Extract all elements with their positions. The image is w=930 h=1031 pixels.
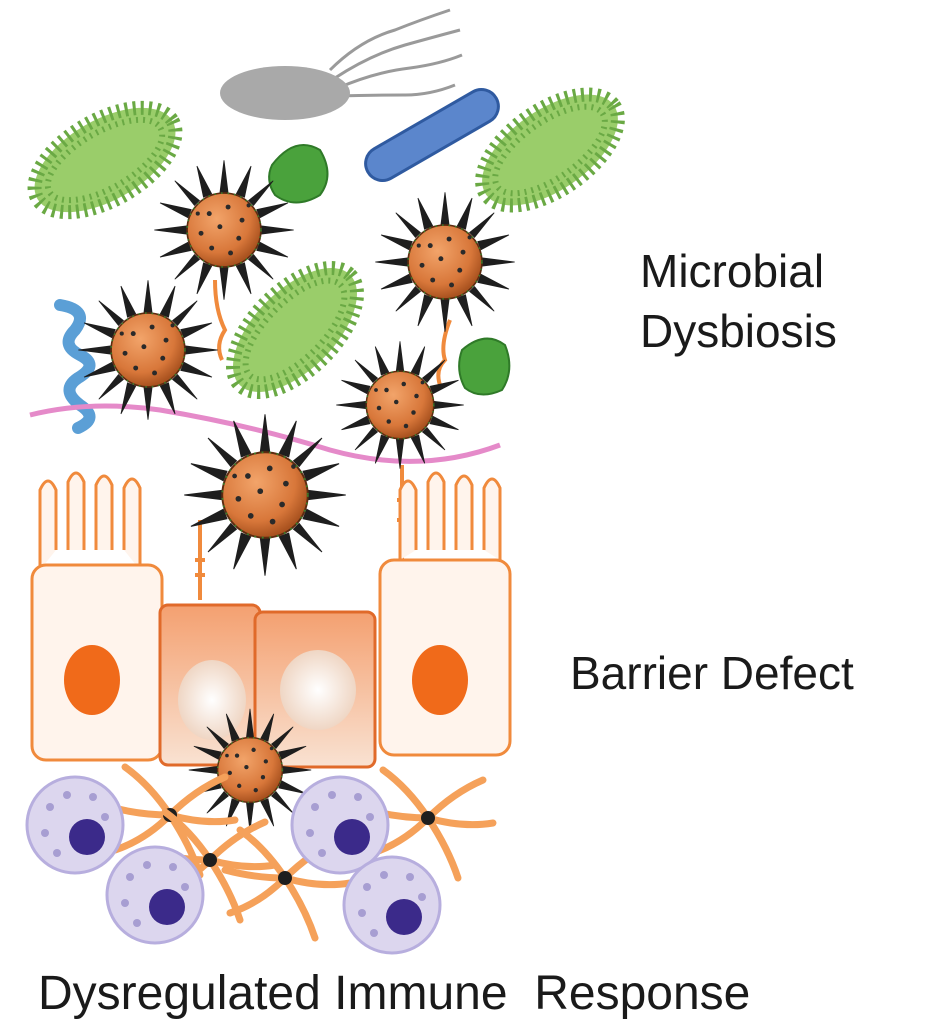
spiky-pathogen-icon bbox=[336, 341, 464, 469]
green-blob-icon bbox=[269, 145, 327, 203]
spiky-pathogen-icon bbox=[184, 414, 346, 576]
immune-cell-icon bbox=[292, 777, 388, 873]
green-bacterium-icon bbox=[17, 86, 192, 233]
label-microbial: Microbial bbox=[640, 248, 824, 294]
blue-rod-bacterium-icon bbox=[359, 83, 504, 186]
epithelial-cell-icon bbox=[380, 473, 510, 755]
gray-flagellated-bacterium-icon bbox=[220, 10, 462, 120]
label-dysregulated-immune-response: Dysregulated Immune Response bbox=[38, 970, 750, 1018]
spiky-pathogen-icon bbox=[78, 280, 217, 419]
immune-cell-icon bbox=[27, 777, 123, 873]
immune-cell-icon bbox=[107, 847, 203, 943]
green-blob-icon bbox=[459, 339, 509, 395]
epithelial-cell-icon bbox=[32, 473, 162, 760]
immune-cell-icon bbox=[344, 857, 440, 953]
label-barrier-defect: Barrier Defect bbox=[570, 650, 854, 696]
spiky-pathogen-icon bbox=[154, 160, 293, 299]
label-dysbiosis: Dysbiosis bbox=[640, 308, 837, 354]
spiky-pathogen-icon bbox=[375, 192, 514, 331]
green-bacterium-icon bbox=[212, 247, 379, 414]
